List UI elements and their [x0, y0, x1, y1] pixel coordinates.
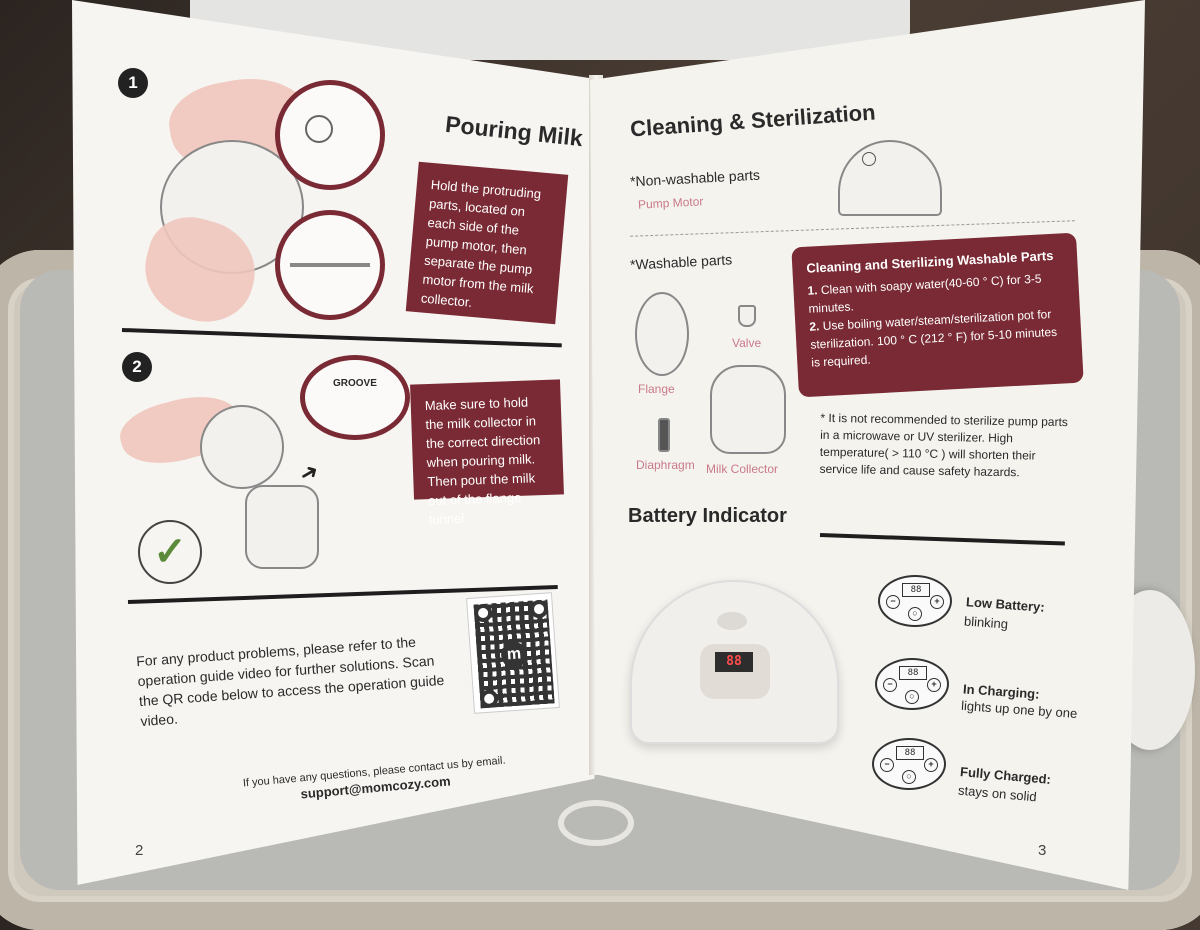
zoom-circle-bottom	[275, 210, 385, 320]
panel-display: 88	[899, 666, 927, 680]
step2-instruction-box: Make sure to hold the milk collector in …	[410, 379, 564, 527]
qr-pattern: m	[473, 599, 555, 709]
flange-part-drawing	[635, 292, 689, 376]
groove-zoom-circle: GROOVE	[300, 355, 410, 440]
battery-indicator-title: Battery Indicator	[628, 505, 787, 527]
qr-corner-tl	[473, 603, 493, 623]
milk-collector-label: Milk Collector	[706, 462, 779, 476]
silicone-ring-part	[558, 800, 634, 846]
step2-num: 2.	[809, 319, 820, 334]
check-icon: ✓	[138, 520, 202, 584]
diaphragm-label: Diaphragm	[636, 458, 695, 472]
page-number-right: 3	[1038, 842, 1047, 859]
sterilize-warning-text: * It is not recommended to sterilize pum…	[819, 410, 1069, 480]
full-charge-sub: stays on solid	[957, 782, 1038, 805]
step2-text: Use boiling water/steam/sterilization po…	[810, 307, 1058, 370]
milk-collector-part-drawing	[710, 365, 786, 454]
step1-instruction-box: Hold the protruding parts, located on ea…	[405, 161, 569, 325]
cleaning-sterilization-title: Cleaning & Sterilization	[629, 99, 877, 142]
plus-button-icon: +	[924, 758, 938, 772]
button-icon	[305, 115, 333, 143]
plus-button-icon: +	[927, 678, 941, 692]
pump-digital-display: 88	[715, 652, 753, 672]
pump-button-icon	[862, 152, 876, 166]
qr-corner-bl	[479, 689, 499, 709]
dotted-divider-1	[630, 220, 1075, 237]
charging-sub: lights up one by one	[960, 697, 1078, 722]
low-battery-title: Low Battery:	[965, 594, 1046, 615]
valve-part-drawing	[738, 305, 756, 327]
non-washable-heading: *Non-washable parts	[629, 166, 761, 190]
pump-motor-drawing-right	[838, 140, 942, 216]
power-button-icon: ○	[905, 690, 919, 704]
power-button-icon: ○	[908, 607, 922, 621]
pump-control-panel: 88	[700, 644, 770, 699]
manual-right-page: Cleaning & Sterilization *Non-washable p…	[590, 0, 1145, 890]
step-number-1: 1	[118, 68, 148, 98]
pouring-milk-title: Pouring Milk	[444, 110, 585, 152]
groove-label: GROOVE	[333, 378, 377, 389]
divider-rule-1	[121, 328, 562, 348]
diaphragm-part-drawing	[658, 418, 670, 452]
charging-panel-icon: 88 − + ○	[875, 658, 949, 710]
sterilizing-instruction-box: Cleaning and Sterilizing Washable Parts …	[791, 232, 1084, 398]
minus-button-icon: −	[880, 758, 894, 772]
valve-label: Valve	[732, 336, 762, 350]
milk-collector-drawing	[245, 485, 319, 569]
panel-display: 88	[896, 746, 924, 760]
panel-display: 88	[902, 583, 930, 597]
full-charge-panel-icon: 88 − + ○	[872, 738, 946, 790]
low-battery-panel-icon: 88 − + ○	[878, 575, 952, 627]
battery-title-rule	[819, 533, 1065, 546]
qr-logo: m	[500, 641, 529, 669]
washable-heading: *Washable parts	[629, 251, 733, 273]
manual-left-page: 1 Pouring Milk Hold the protruding parts…	[72, 0, 600, 885]
qr-corner-tr	[529, 599, 549, 619]
step1-num: 1.	[807, 283, 818, 298]
page-number-left: 2	[135, 842, 144, 859]
flange-label: Flange	[638, 382, 675, 396]
minus-button-icon: −	[883, 678, 897, 692]
step-number-2: 2	[122, 352, 152, 382]
separation-line	[290, 263, 370, 267]
flange-drawing	[200, 405, 284, 489]
pump-motor-label: Pump Motor	[637, 194, 704, 212]
minus-button-icon: −	[886, 595, 900, 609]
contact-text: If you have any questions, please contac…	[234, 753, 516, 809]
help-text: For any product problems, please refer t…	[135, 633, 445, 730]
pump-top-button	[717, 612, 747, 630]
low-battery-sub: blinking	[963, 613, 1009, 632]
zoom-circle-top	[275, 80, 385, 190]
plus-button-icon: +	[930, 595, 944, 609]
power-button-icon: ○	[902, 770, 916, 784]
qr-code-icon[interactable]: m	[466, 592, 560, 714]
pump-battery-drawing: 88	[630, 580, 839, 744]
